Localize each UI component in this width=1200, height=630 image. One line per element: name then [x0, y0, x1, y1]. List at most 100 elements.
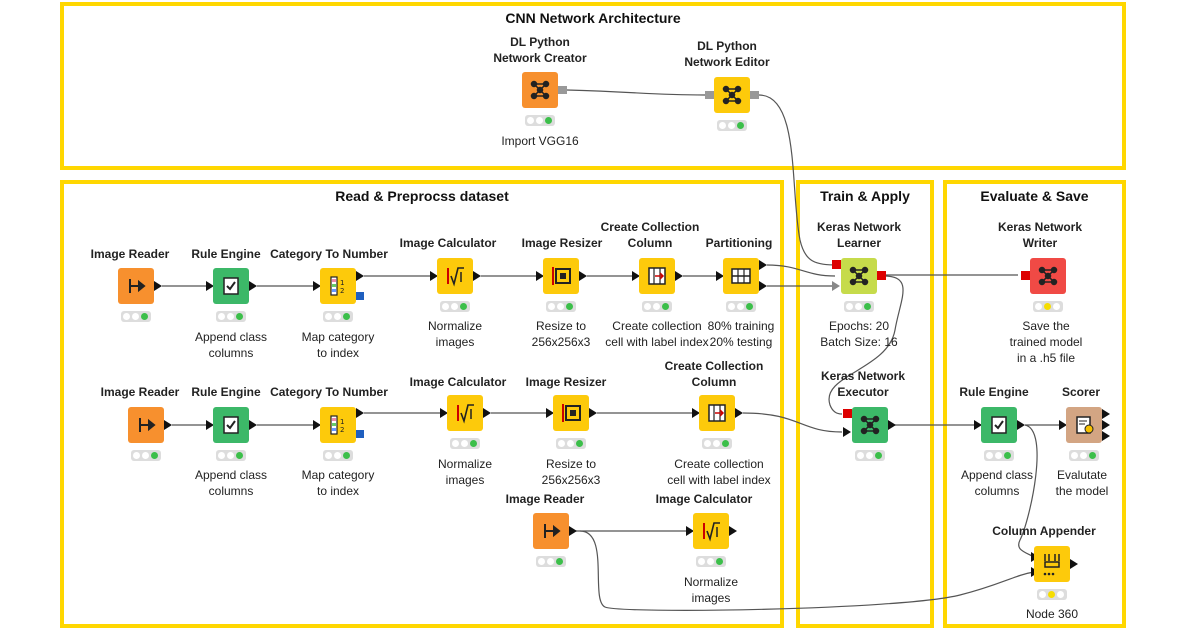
network-input-port[interactable]: [1021, 271, 1030, 280]
input-port[interactable]: [632, 271, 640, 281]
input-port[interactable]: [692, 408, 700, 418]
rule-engine-node[interactable]: [981, 407, 1017, 443]
input-port[interactable]: [206, 420, 214, 430]
network-icon: [849, 266, 869, 286]
keras-network-executor-node[interactable]: [852, 407, 888, 443]
create-collection-column-node[interactable]: [639, 258, 675, 294]
appender-icon: [1043, 554, 1060, 576]
node-label: Normalize images: [437, 457, 492, 487]
image-calculator-node[interactable]: [447, 395, 483, 431]
input-port[interactable]: [843, 427, 851, 437]
model-output-port[interactable]: [356, 430, 364, 438]
image-reader-node[interactable]: [118, 268, 154, 304]
output-port[interactable]: [579, 271, 587, 281]
input-port[interactable]: [686, 526, 694, 536]
network-output-port[interactable]: [877, 271, 886, 280]
input-port[interactable]: [832, 281, 840, 291]
node-label: Evalutate the model: [1055, 468, 1109, 498]
rule-engine-node[interactable]: [213, 407, 249, 443]
image-reader-node[interactable]: [533, 513, 569, 549]
input-port[interactable]: [313, 281, 321, 291]
node-label: Save the trained model in a .h5 file: [1009, 319, 1083, 365]
output-port[interactable]: [759, 260, 767, 270]
scorer-icon: [1076, 416, 1094, 434]
output-port[interactable]: [589, 408, 597, 418]
rule-engine-node[interactable]: [213, 268, 249, 304]
image-reader-node[interactable]: [128, 407, 164, 443]
node-status-indicator: [855, 450, 885, 461]
image-calculator-node[interactable]: [693, 513, 729, 549]
calculator-icon: [447, 267, 464, 287]
output-port[interactable]: [483, 408, 491, 418]
input-port[interactable]: [313, 420, 321, 430]
output-port[interactable]: [249, 281, 257, 291]
node-status-indicator: [844, 301, 874, 312]
node-title: Create Collection Column: [664, 359, 764, 389]
output-port[interactable]: [1102, 420, 1110, 430]
node-status-indicator: [546, 301, 576, 312]
output-port[interactable]: [356, 408, 364, 418]
svg-text:1: 1: [340, 279, 344, 287]
dl-python-network-creator-node[interactable]: [522, 72, 558, 108]
input-port[interactable]: [206, 281, 214, 291]
image-resizer-node[interactable]: [553, 395, 589, 431]
output-port[interactable]: [154, 281, 162, 291]
node-label: Resize to 256x256x3: [531, 319, 591, 349]
input-port[interactable]: [716, 271, 724, 281]
keras-network-learner-node[interactable]: [841, 258, 877, 294]
output-port[interactable]: [675, 271, 683, 281]
input-port[interactable]: [546, 408, 554, 418]
node-title: Create Collection Column: [600, 220, 700, 250]
rule-icon: [223, 277, 239, 295]
node-status-indicator: [726, 301, 756, 312]
create-collection-column-node[interactable]: [699, 395, 735, 431]
node-status-indicator: [702, 438, 732, 449]
partition-icon: [731, 268, 751, 284]
output-port[interactable]: [888, 420, 896, 430]
node-status-indicator: [216, 311, 246, 322]
section-title: Train & Apply: [820, 188, 910, 204]
node-status-indicator: [323, 450, 353, 461]
keras-network-writer-node[interactable]: [1030, 258, 1066, 294]
partitioning-node[interactable]: [723, 258, 759, 294]
input-port[interactable]: [1059, 420, 1067, 430]
output-port[interactable]: [1070, 559, 1078, 569]
output-port[interactable]: [473, 271, 481, 281]
output-port[interactable]: [569, 526, 577, 536]
scorer-node[interactable]: [1066, 407, 1102, 443]
model-output-port[interactable]: [356, 292, 364, 300]
node-status-indicator: [1033, 301, 1063, 312]
output-port[interactable]: [729, 526, 737, 536]
output-port[interactable]: [735, 408, 743, 418]
output-port[interactable]: [249, 420, 257, 430]
output-port[interactable]: [1102, 431, 1110, 441]
rule-icon: [991, 416, 1007, 434]
output-port[interactable]: [558, 86, 567, 94]
output-port[interactable]: [759, 281, 767, 291]
input-port[interactable]: [440, 408, 448, 418]
network-input-port[interactable]: [832, 260, 841, 269]
column-appender-node[interactable]: [1034, 546, 1070, 582]
network-input-port[interactable]: [843, 409, 852, 418]
input-port[interactable]: [430, 271, 438, 281]
node-title: Image Reader: [505, 492, 585, 506]
output-port[interactable]: [1017, 420, 1025, 430]
node-title: Rule Engine: [191, 385, 261, 399]
node-title: Keras Network Writer: [997, 220, 1083, 250]
dl-python-network-editor-node[interactable]: [714, 77, 750, 113]
input-port[interactable]: [536, 271, 544, 281]
output-port[interactable]: [356, 271, 364, 281]
output-port[interactable]: [164, 420, 172, 430]
section-read-preprocess: Read & Preprocss dataset: [60, 180, 784, 628]
input-port[interactable]: [705, 91, 714, 99]
input-port[interactable]: [974, 420, 982, 430]
output-port[interactable]: [1102, 409, 1110, 419]
node-title: Image Reader: [100, 385, 180, 399]
image-resizer-node[interactable]: [543, 258, 579, 294]
node-title: Image Calculator: [655, 492, 753, 506]
image-calculator-node[interactable]: [437, 258, 473, 294]
section-train-apply: Train & Apply: [796, 180, 934, 628]
output-port[interactable]: [750, 91, 759, 99]
